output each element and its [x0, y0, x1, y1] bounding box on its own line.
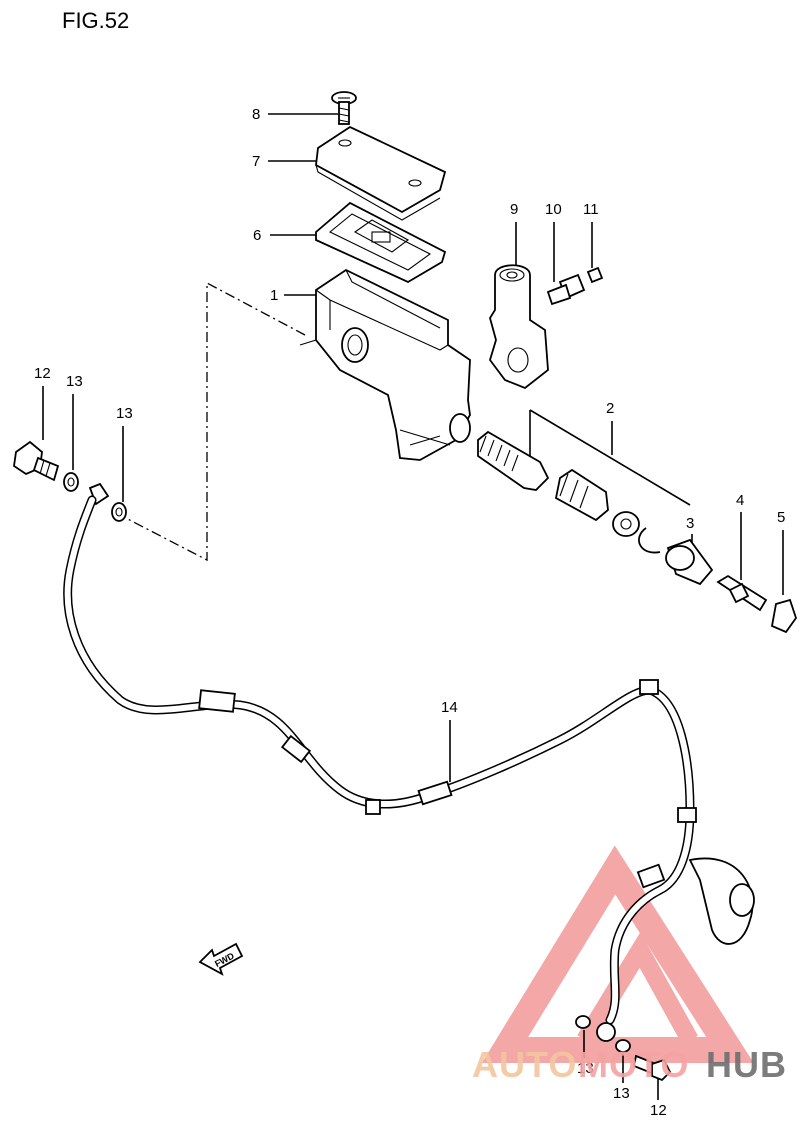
callout-1: 1: [270, 287, 278, 304]
watermark-part-moto: MOTO: [578, 1044, 689, 1085]
callouts: 8 7 6 1 9 10 11 2 3 4 5 12: [34, 106, 785, 1119]
callout-8: 8: [252, 106, 260, 123]
callout-12-bottom: 12: [650, 1102, 667, 1119]
callout-13-top-a: 13: [66, 373, 83, 390]
part-1-master-cylinder: [299, 268, 471, 461]
callout-4: 4: [736, 492, 744, 509]
callout-9: 9: [510, 201, 518, 218]
watermark-text: AUTO MOTO HUB: [472, 1044, 787, 1085]
part-12-banjo-bolt-top: [13, 440, 60, 482]
part-14-clutch-hose: [63, 482, 755, 1042]
callout-10: 10: [545, 201, 562, 218]
callout-11: 11: [583, 201, 599, 218]
callout-13-bottom-b: 13: [613, 1085, 630, 1102]
part-3-boot: [665, 538, 714, 586]
part-8-screw: [331, 91, 357, 125]
callout-13-bottom-a: 13: [577, 1060, 594, 1077]
alignment-line-left: [119, 281, 306, 562]
part-5-cap-nut: [770, 598, 797, 634]
part-4-push-rod: [716, 574, 768, 612]
alignment-lines: [119, 281, 306, 562]
watermark-part-hub: HUB: [706, 1044, 787, 1085]
part-13-washers: [63, 472, 631, 1053]
fwd-direction-indicator: FWD: [198, 942, 244, 976]
callout-7: 7: [252, 153, 260, 170]
part-9-lever-bracket: [489, 264, 549, 390]
part-11-nut: [586, 266, 604, 284]
callout-13-top-b: 13: [116, 405, 133, 422]
part-12-banjo-bolt-bottom: [632, 1054, 672, 1082]
callout-3: 3: [686, 515, 694, 532]
callout-12-top: 12: [34, 365, 51, 382]
part-7-reservoir-cap: [315, 125, 447, 221]
part-2-piston-assembly: [477, 430, 661, 554]
callout-6: 6: [253, 227, 261, 244]
watermark-part-auto: AUTO: [472, 1044, 577, 1085]
callout-14: 14: [441, 699, 458, 716]
leader-2-bracket: [529, 409, 691, 506]
part-6-diaphragm: [315, 201, 447, 284]
callout-5: 5: [777, 509, 785, 526]
watermark-triangle-inner: [577, 932, 698, 1045]
figure-title: FIG.52: [62, 8, 130, 33]
part-10-bolt: [546, 273, 586, 306]
callout-2: 2: [606, 400, 614, 417]
